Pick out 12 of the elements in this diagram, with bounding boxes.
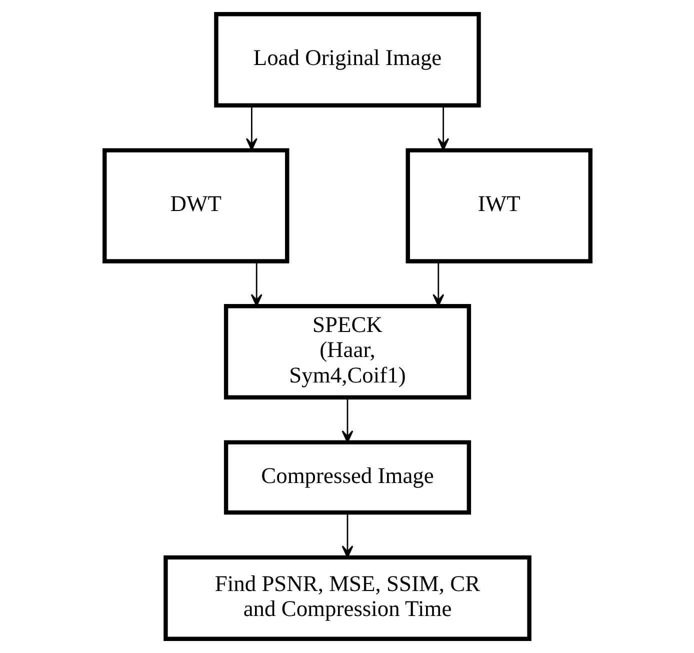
node-box: SPECK (Haar, Sym4,Coif1): [223, 304, 471, 400]
arrow: [437, 106, 449, 151]
node-box: Load Original Image: [214, 12, 480, 108]
node-box: IWT: [405, 148, 592, 264]
arrow: [250, 261, 262, 306]
arrow: [341, 513, 353, 558]
arrow: [245, 106, 257, 151]
node-box: DWT: [102, 148, 289, 264]
node-box: Compressed Image: [223, 440, 471, 515]
arrow: [432, 261, 444, 306]
arrow: [341, 397, 353, 443]
node-box: Find PSNR, MSE, SSIM, CR and Compression Time: [163, 555, 531, 641]
